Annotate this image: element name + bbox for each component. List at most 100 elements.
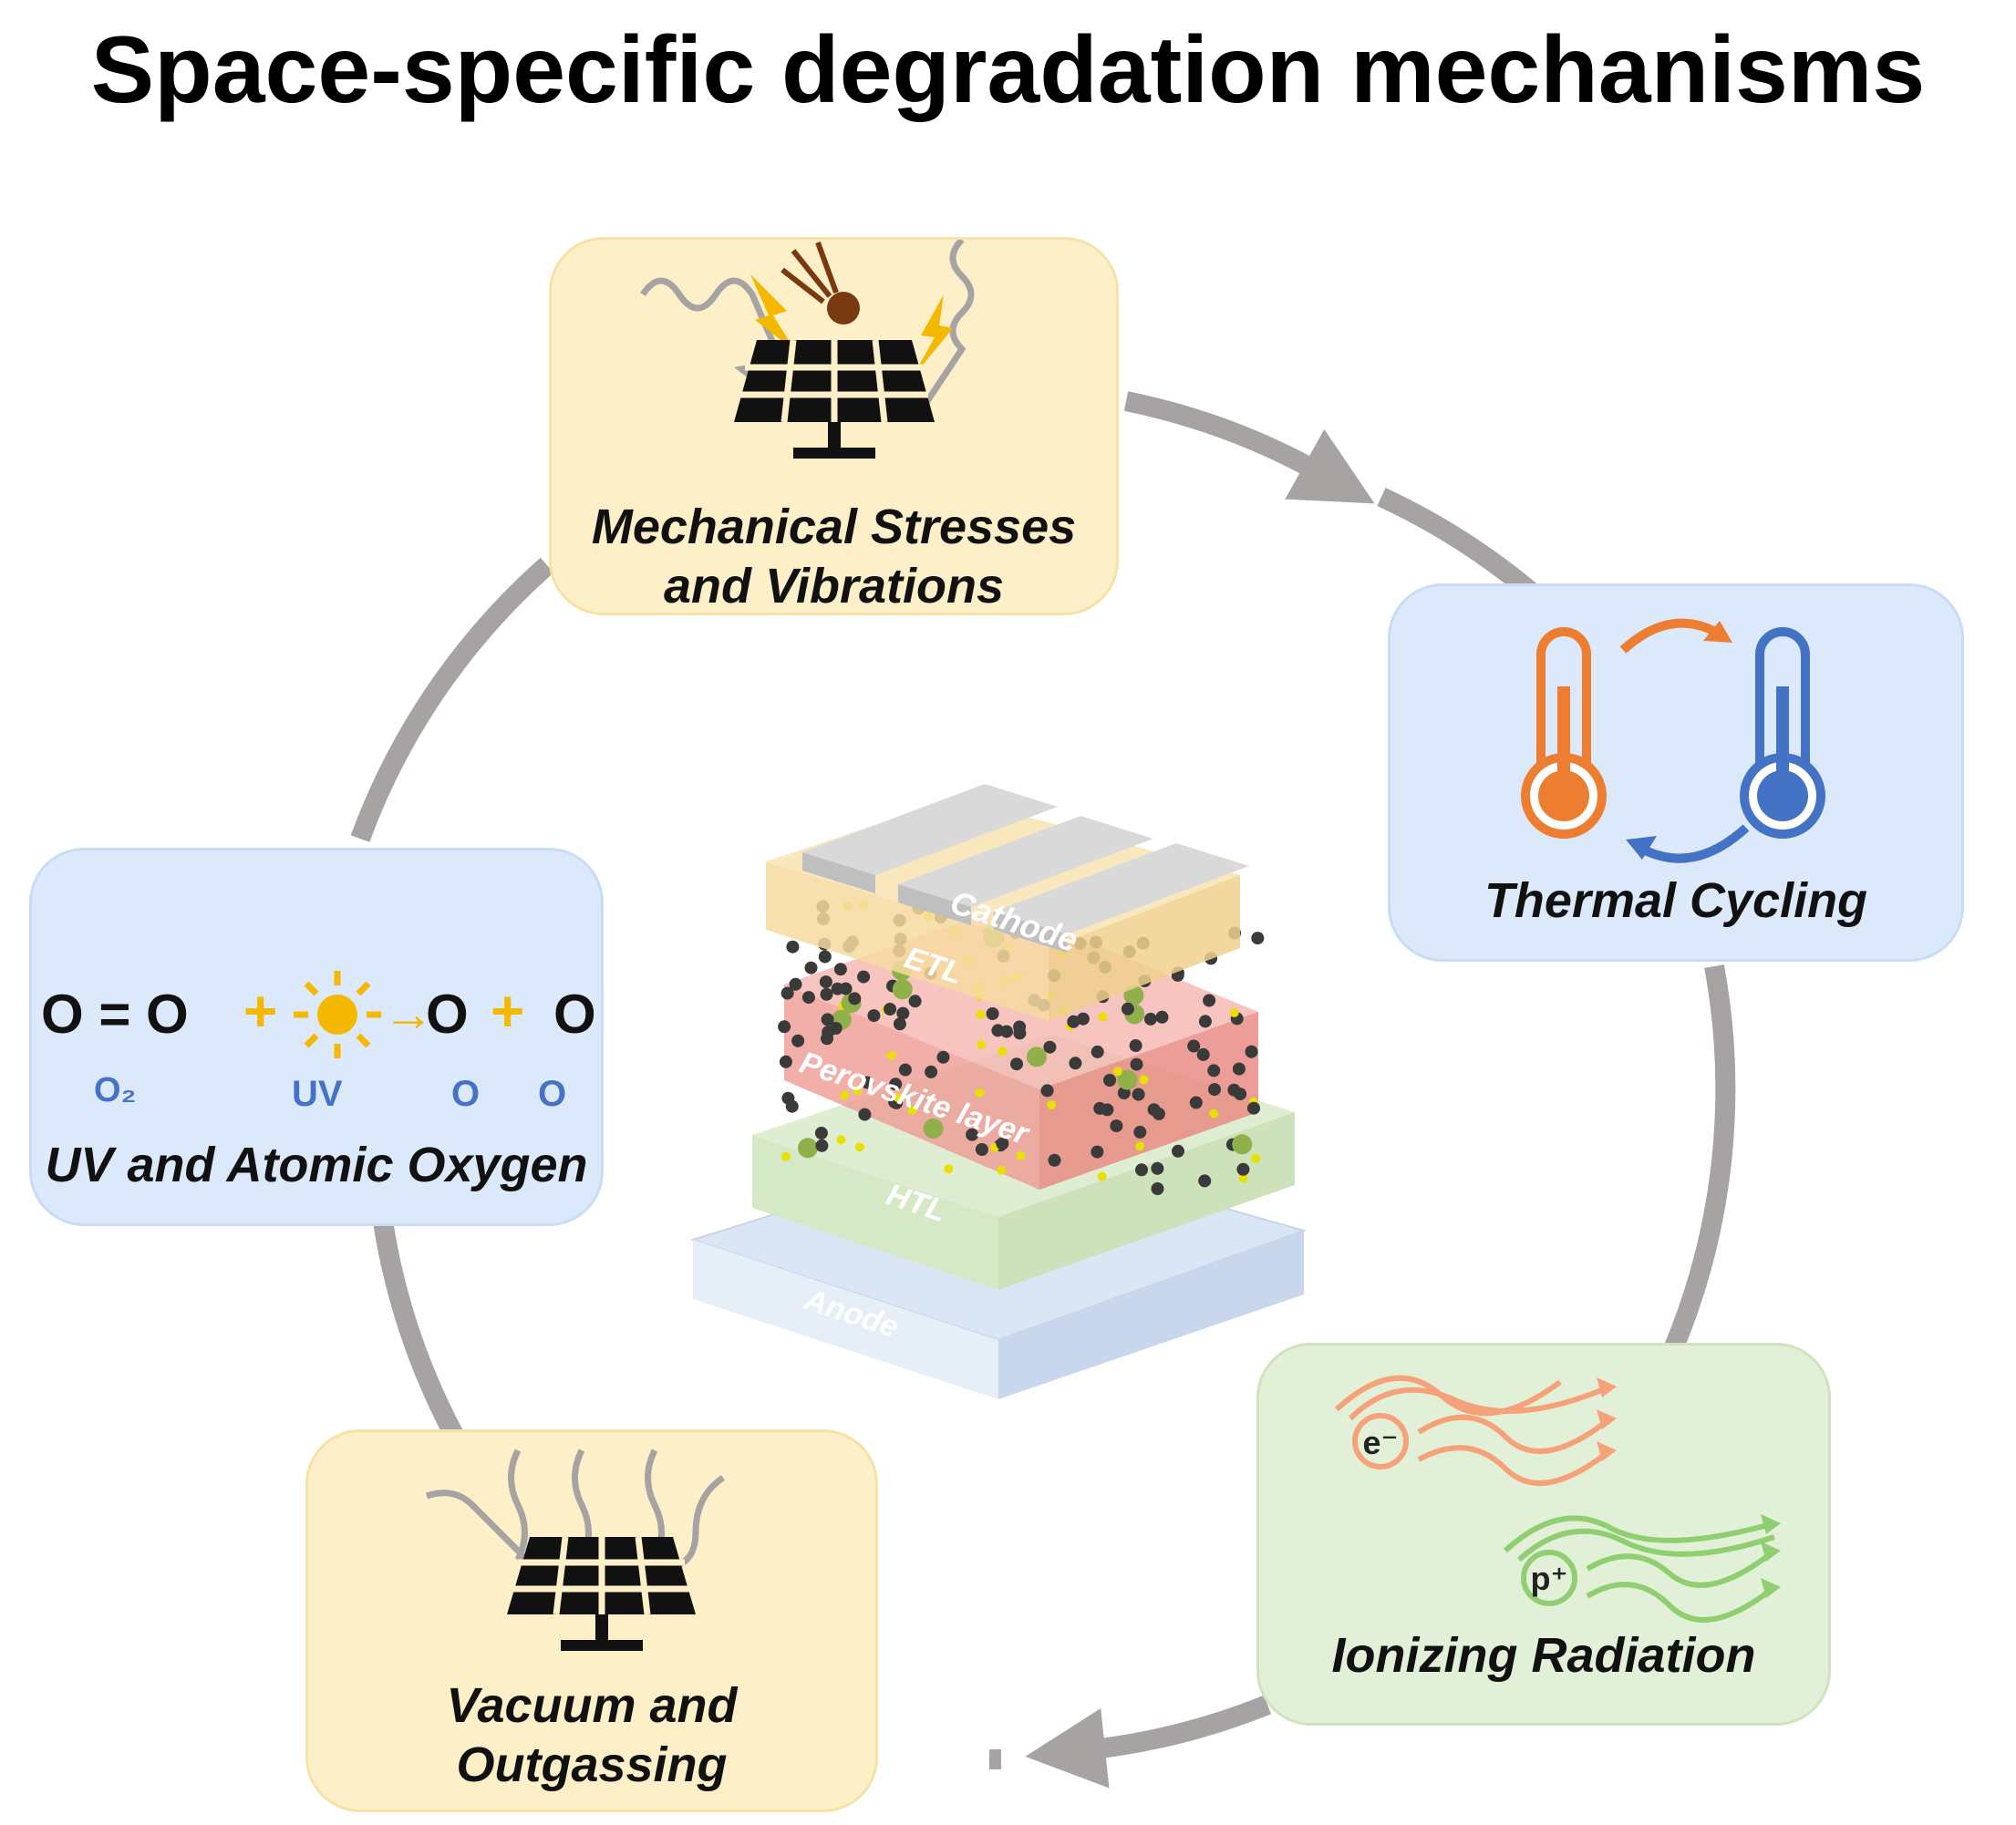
ring-arc-left: [350, 557, 554, 842]
lattice-atom: [798, 1138, 818, 1159]
lattice-atom: [1098, 1012, 1108, 1022]
lattice-atom: [1117, 1069, 1138, 1090]
lattice-atom: [896, 1006, 910, 1020]
lattice-atom: [1198, 1174, 1212, 1188]
sun-icon: [294, 971, 381, 1058]
lattice-atom: [1151, 1182, 1164, 1195]
ring-arc-right: [1663, 964, 1736, 1354]
lattice-atom: [822, 1026, 835, 1039]
lattice-atom: [818, 950, 832, 964]
mechanical-stress-box: Mechanical Stresses and Vibrations: [549, 237, 1119, 615]
uv-oxygen-label: UV and Atomic Oxygen: [45, 1138, 588, 1192]
lattice-atom: [857, 970, 871, 984]
lattice-atom: [893, 1017, 906, 1031]
lattice-atom: [1047, 1100, 1057, 1110]
cool-arrow-icon: [1634, 824, 1750, 863]
lattice-atom: [1139, 1075, 1149, 1085]
lattice-atom: [1227, 1083, 1241, 1097]
lattice-atom: [1229, 1008, 1239, 1017]
lattice-atom: [884, 1003, 897, 1016]
lattice-atom: [804, 961, 818, 974]
lattice-atom: [966, 1128, 979, 1141]
lattice-atom: [1048, 1153, 1061, 1167]
lattice-atom: [986, 1007, 999, 1020]
lattice-atom: [1251, 932, 1265, 945]
lattice-atom: [1067, 1015, 1080, 1028]
ionizing-illustration: e⁻ p⁺: [1334, 1375, 1781, 1623]
solar-panel-icon: [734, 339, 935, 459]
eq-o-atom-2: O: [553, 984, 596, 1045]
lattice-atom: [1208, 1083, 1221, 1097]
ring-arc-bottom: [1025, 1695, 1272, 1789]
lattice-atom: [975, 1088, 985, 1098]
mechanical-illustration: [640, 240, 975, 459]
wavy-arrow-right: [923, 240, 975, 406]
lattice-atom: [1172, 1144, 1184, 1158]
lattice-atom: [889, 1077, 903, 1091]
lattice-atom: [1016, 1150, 1026, 1160]
lattice-atom: [1040, 1084, 1054, 1098]
lattice-atom: [781, 986, 794, 1000]
lattice-atom: [1133, 1125, 1147, 1139]
ionizing-label: Ionizing Radiation: [1331, 1628, 1756, 1683]
lightning-bolt-icon: [750, 274, 796, 352]
ring-arc-right-upper: [1377, 488, 1539, 601]
lattice-atom: [819, 975, 832, 989]
lattice-atom: [1187, 1039, 1201, 1053]
gas-arrow: [425, 1490, 530, 1562]
lattice-atom: [1247, 1101, 1260, 1115]
lattice-atom: [1093, 1101, 1107, 1115]
lattice-atom: [839, 982, 853, 995]
lattice-atom: [1110, 1119, 1123, 1133]
lattice-atom: [1196, 1047, 1210, 1061]
lattice-atom: [1129, 1039, 1142, 1052]
lattice-atom: [977, 1039, 987, 1049]
lattice-atom: [998, 1047, 1008, 1057]
lightning-bolt-icon: [912, 294, 953, 378]
ring-arc-top-right: [1123, 391, 1375, 504]
vacuum-illustration: [425, 1449, 726, 1651]
lattice-atom: [833, 963, 847, 976]
lattice-atom: [1091, 1145, 1104, 1159]
lattice-atom: [1198, 1015, 1212, 1028]
lattice-atom: [975, 1143, 988, 1156]
eq-o-atom-1: O: [426, 984, 469, 1045]
lattice-atom: [821, 1013, 834, 1026]
vacuum-outgassing-box: Vacuum and Outgassing: [305, 1429, 878, 1812]
lattice-atom: [996, 1137, 1009, 1150]
lattice-atom: [1010, 1057, 1023, 1071]
sub-o-1: O: [451, 1074, 480, 1114]
thermal-cycling-box: Thermal Cycling: [1388, 583, 1964, 962]
lattice-atom: [936, 1050, 950, 1064]
lattice-atom: [1151, 1161, 1164, 1175]
lattice-atom: [1043, 1040, 1057, 1054]
lattice-atom: [944, 1164, 954, 1174]
lattice-atom: [779, 1055, 792, 1068]
solar-panel-icon: [507, 1536, 696, 1651]
eq-arrow: →: [383, 985, 434, 1042]
lattice-atom: [976, 1009, 986, 1019]
figure-title: Space-specific degradation mechanisms: [90, 17, 1926, 123]
lattice-atom: [1000, 1025, 1013, 1038]
lattice-atom: [1143, 1012, 1157, 1026]
lattice-atom: [893, 1093, 903, 1103]
ionizing-radiation-box: e⁻ p⁺ Ionizing Radiation: [1256, 1343, 1831, 1726]
lattice-atom: [1135, 1163, 1148, 1177]
lattice-atom: [1091, 1045, 1104, 1058]
lattice-atom: [1207, 1064, 1221, 1077]
lattice-atom: [898, 1063, 912, 1077]
lattice-atom: [1013, 1026, 1027, 1040]
lattice-atom: [1076, 1012, 1090, 1026]
lattice-atom: [886, 1051, 896, 1061]
lattice-atom: [791, 1034, 805, 1047]
vacuum-label-line1: Vacuum and: [446, 1678, 738, 1733]
lattice-atom: [1130, 1057, 1143, 1071]
hot-thermometer-icon: [1521, 627, 1607, 839]
lattice-atom: [781, 1151, 791, 1161]
cathode-strips: [802, 784, 1249, 953]
lattice-atom: [1238, 1173, 1248, 1183]
lattice-atom: [1251, 1153, 1261, 1163]
lattice-atom: [1245, 1045, 1258, 1058]
lattice-atom: [858, 1108, 872, 1121]
